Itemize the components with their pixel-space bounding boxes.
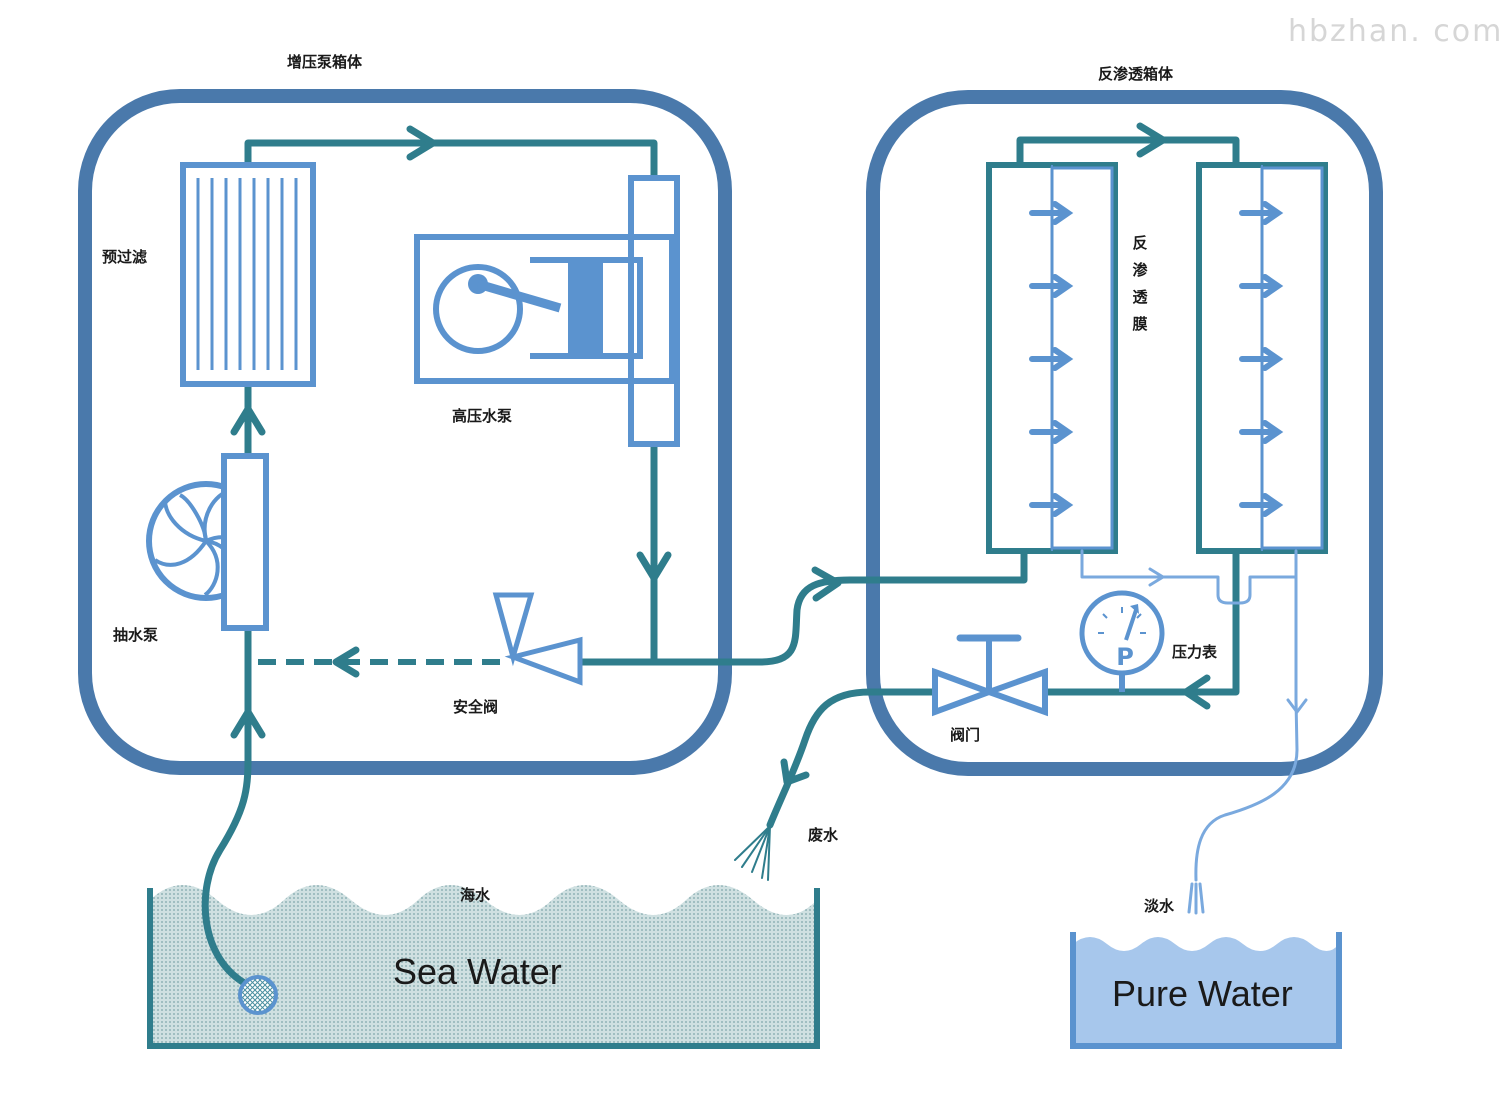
fresh-water-cn-label: 淡水 xyxy=(1144,897,1175,915)
watermark: hbzhan. com xyxy=(1288,14,1500,49)
ro-membrane-char-3: 透 xyxy=(1132,288,1148,306)
waste-water-label: 废水 xyxy=(808,826,839,844)
high-pressure-pump xyxy=(414,175,680,447)
pure-water-tank xyxy=(1070,932,1342,1049)
pressure-gauge: P xyxy=(1079,590,1165,692)
sea-water-tank xyxy=(147,885,820,1049)
ro-box-label: 反渗透箱体 xyxy=(1098,65,1174,83)
ro-membrane-label: 反 渗 透 膜 xyxy=(1130,230,1150,338)
flow-arrows xyxy=(230,122,1211,786)
safety-valve xyxy=(492,592,583,686)
ro-box xyxy=(866,90,1383,776)
ro-membrane-char-2: 渗 xyxy=(1132,261,1148,279)
intake-strainer xyxy=(238,975,278,1015)
pure-water-title: Pure Water xyxy=(1112,973,1293,1014)
valve-label: 阀门 xyxy=(950,726,981,744)
svg-text:P: P xyxy=(1116,643,1134,671)
sea-water-title: Sea Water xyxy=(393,951,562,992)
sea-water-cn-label: 海水 xyxy=(460,886,491,904)
intake-pump-label: 抽水泵 xyxy=(113,626,159,644)
intake-pump xyxy=(146,453,269,631)
ro-membrane-char-4: 膜 xyxy=(1132,315,1148,333)
pressure-gauge-label: 压力表 xyxy=(1172,643,1218,661)
membrane-arrows xyxy=(1029,201,1284,517)
prefilter xyxy=(180,162,316,387)
safety-valve-label: 安全阀 xyxy=(453,698,499,716)
booster-box-label: 增压泵箱体 xyxy=(287,53,363,71)
prefilter-label: 预过滤 xyxy=(102,248,148,266)
valve xyxy=(932,634,1048,717)
high-pressure-pump-label: 高压水泵 xyxy=(452,407,513,425)
ro-membrane-char-1: 反 xyxy=(1132,234,1148,252)
booster-pump-box xyxy=(78,89,732,775)
waste-water-spray xyxy=(734,825,771,881)
permeate-lines xyxy=(1080,549,1308,915)
